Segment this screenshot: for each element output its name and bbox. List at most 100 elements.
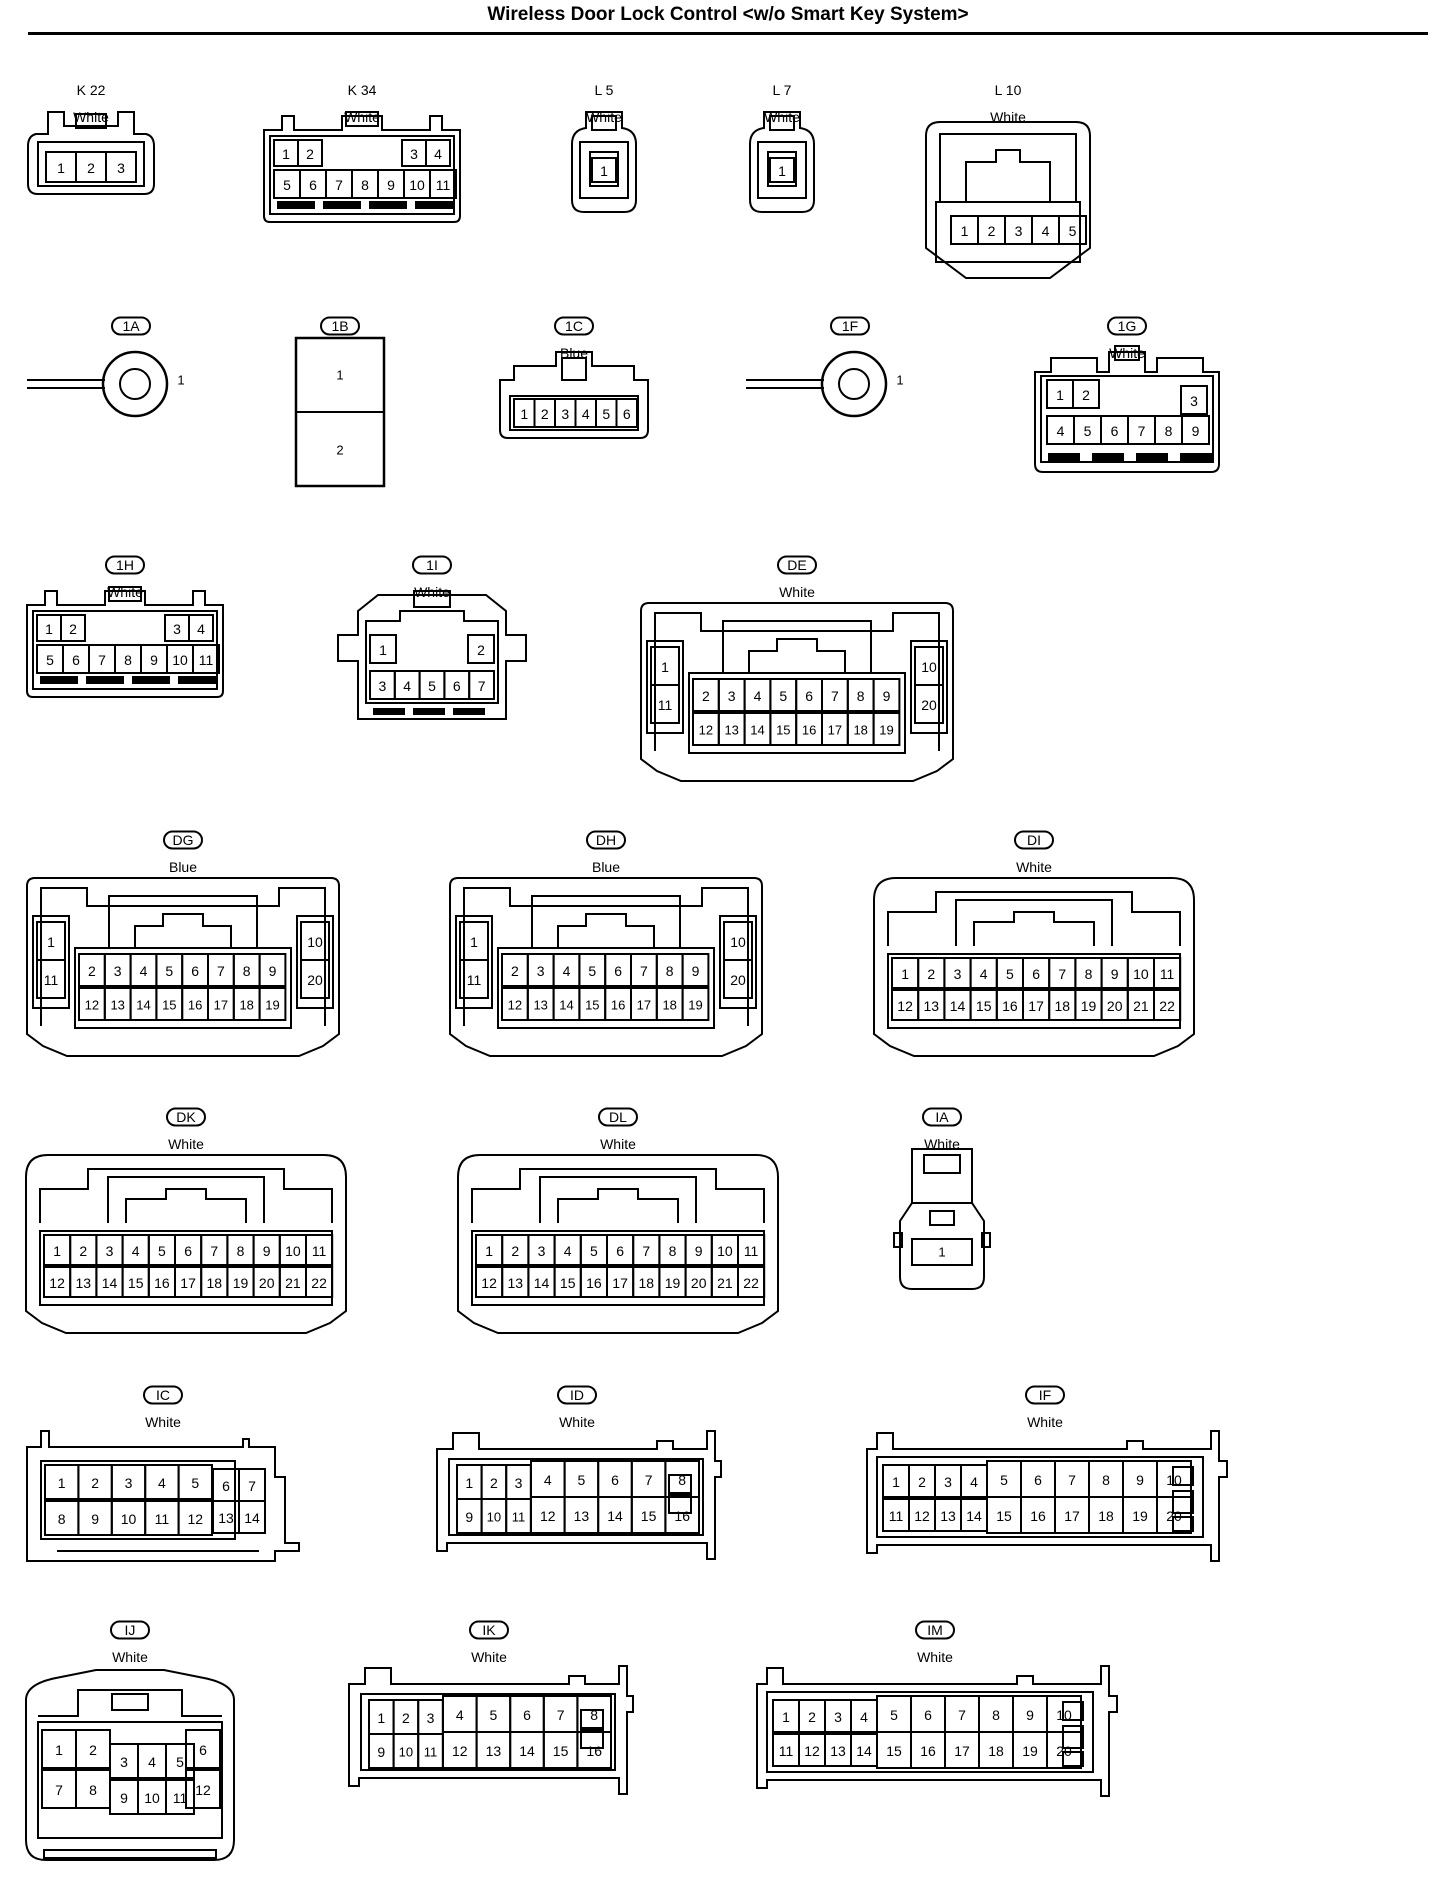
pin-cell [192,644,220,674]
connector-code-badge [598,1107,638,1127]
pin-cell [165,1743,195,1779]
pin-label: 11 [1160,966,1175,982]
pin-label: 19 [1022,1743,1038,1759]
pin-label: 2 [927,966,935,982]
pin-label: 4 [197,621,205,637]
pin-label: 19 [1081,998,1097,1014]
connector-code: K 22 [77,82,106,98]
pin-label: 5 [1069,223,1077,239]
pin-label: 18 [662,998,676,1013]
pin-label: 5 [191,1475,199,1491]
pin-label: 13 [574,1508,590,1524]
pin-label: 8 [237,1243,245,1259]
pin-label: 10 [717,1243,733,1259]
connector-code: 1C [565,318,583,334]
pin-label: 2 [88,963,96,979]
pin-label: 22 [1159,998,1175,1014]
pin-cell [297,139,323,167]
pin-label: 9 [883,688,891,704]
pin-label: 18 [639,1275,655,1291]
connector-code-badge [915,1620,955,1640]
pin-label: 20 [921,697,937,713]
pin-label: 3 [728,688,736,704]
pin-label: 7 [98,652,106,668]
pin-label: 14 [519,1743,535,1759]
connector-code: DI [1027,832,1041,848]
pin-label: 5 [590,1243,598,1259]
pin-cell [650,684,680,724]
connector-code: IC [156,1387,170,1403]
connector-code-badge [922,1107,962,1127]
pin-label: 7 [958,1707,966,1723]
connector-code-badge [110,1620,150,1640]
pin-cell [737,1266,766,1298]
pin-label: 18 [1055,998,1071,1014]
pin-label: 11 [658,697,673,713]
pin-cell [429,169,457,199]
pin-label: 1 [45,621,53,637]
connector-color: White [600,1136,636,1152]
pin-label: 21 [717,1275,733,1291]
pin-label: 17 [1028,998,1044,1014]
pin-label: 3 [515,1475,523,1491]
pin-label: 9 [1136,1472,1144,1488]
pin-label: 3 [561,406,569,422]
pin-label: 10 [144,1790,160,1806]
pin-label: 2 [91,1475,99,1491]
pin-cell [1180,385,1208,415]
pin-label: 2 [541,406,549,422]
pin-label: 5 [1000,1472,1008,1488]
connector-code-badge [586,830,626,850]
pin-cell [188,614,214,642]
connector-color: Blue [169,859,197,875]
pin-label: 14 [559,998,573,1013]
pin-label: 8 [58,1511,66,1527]
pin-label: 14 [244,1510,260,1526]
pin-label: 9 [1111,966,1119,982]
pin-label: 16 [1002,998,1018,1014]
pin-label: 4 [860,1709,868,1725]
pin-cell [1156,1496,1192,1534]
pin-label: 17 [828,723,842,738]
connector-code: IK [482,1622,496,1638]
pin-label: 10 [172,652,188,668]
pin-cell [1046,1731,1082,1769]
connector-code: L 5 [595,82,614,98]
page-title: Wireless Door Lock Control <w/o Smart Ke… [487,4,969,25]
pin-label: 7 [645,1472,653,1488]
pin-cell [258,953,287,987]
pin-cell [723,959,753,999]
pin-cell [1153,957,1182,989]
connector-code: DG [173,832,194,848]
connector-code: DE [787,557,806,573]
connector-color: White [559,1414,595,1430]
pin-label: 19 [1132,1508,1148,1524]
pin-label: 17 [214,998,228,1013]
pin-label: 6 [453,678,461,694]
pin-label: 4 [148,1754,156,1770]
pin-cell [467,634,495,664]
pin-cell [459,959,489,999]
pin-label: 9 [1026,1707,1034,1723]
pin-label: 10 [399,1745,413,1760]
pin-label: 4 [456,1707,464,1723]
pin-label: 10 [307,934,323,950]
pin-label: 7 [831,688,839,704]
pin-label: 16 [586,1275,602,1291]
pin-label: 11 [889,1508,904,1524]
connector-color: White [168,1136,204,1152]
pin-cell [872,678,901,712]
pin-label: 3 [954,966,962,982]
pin-label: 3 [117,160,125,176]
pin-label: 12 [508,998,522,1013]
pin-label: 5 [890,1707,898,1723]
pin-label: 1 [896,373,903,388]
pin-label: 2 [808,1709,816,1725]
pin-label: 8 [666,963,674,979]
